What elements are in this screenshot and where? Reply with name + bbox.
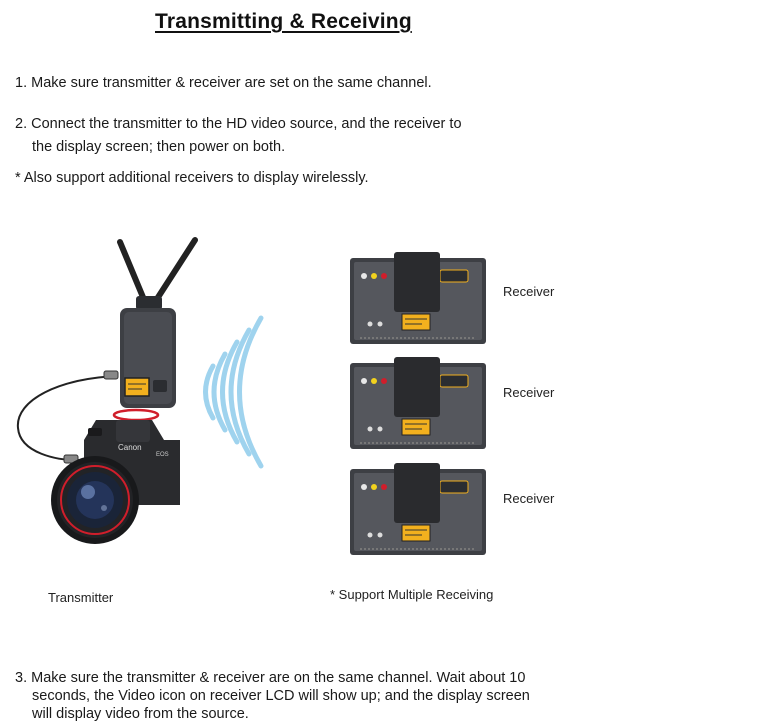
page-title: Transmitting & Receiving: [155, 10, 412, 33]
step-3-line-3: will display video from the source.: [32, 706, 249, 722]
camera-icon: Canon EOS: [51, 420, 180, 544]
note-text: * Also support additional receivers to d…: [15, 170, 369, 186]
step-3-line-1: 3. Make sure the transmitter & receiver …: [15, 670, 526, 686]
receiver-label-1: Receiver: [503, 284, 555, 299]
receiver-monitor-icon-2: [350, 357, 486, 449]
wireless-signal-icon: [203, 315, 264, 469]
camera-model-text: EOS: [156, 452, 169, 458]
receiver-monitor-icon-1: [350, 252, 486, 344]
instruction-step-3: 3. Make sure the transmitter & receiver …: [15, 669, 530, 723]
receiver-label-2: Receiver: [503, 385, 555, 400]
receiver-monitor-icon-3: [350, 463, 486, 555]
step-2-line-1: 2. Connect the transmitter to the HD vid…: [15, 116, 462, 132]
instruction-note: * Also support additional receivers to d…: [15, 167, 369, 190]
transmitter-antennas-icon: [117, 237, 198, 310]
instruction-step-1: 1. Make sure transmitter & receiver are …: [15, 72, 432, 95]
camera-brand-text: Canon: [118, 443, 142, 452]
step-1-text: 1. Make sure transmitter & receiver are …: [15, 75, 432, 91]
receiver-label-3: Receiver: [503, 491, 555, 506]
multiple-receiving-caption: * Support Multiple Receiving: [330, 587, 494, 602]
step-3-line-2: seconds, the Video icon on receiver LCD …: [32, 688, 530, 704]
instruction-step-2: 2. Connect the transmitter to the HD vid…: [15, 113, 462, 159]
transmitter-caption: Transmitter: [48, 590, 114, 605]
hdmi-cable-icon: [16, 370, 119, 464]
step-2-line-2: the display screen; then power on both.: [32, 139, 286, 155]
transmitter-device-icon: [112, 308, 176, 422]
